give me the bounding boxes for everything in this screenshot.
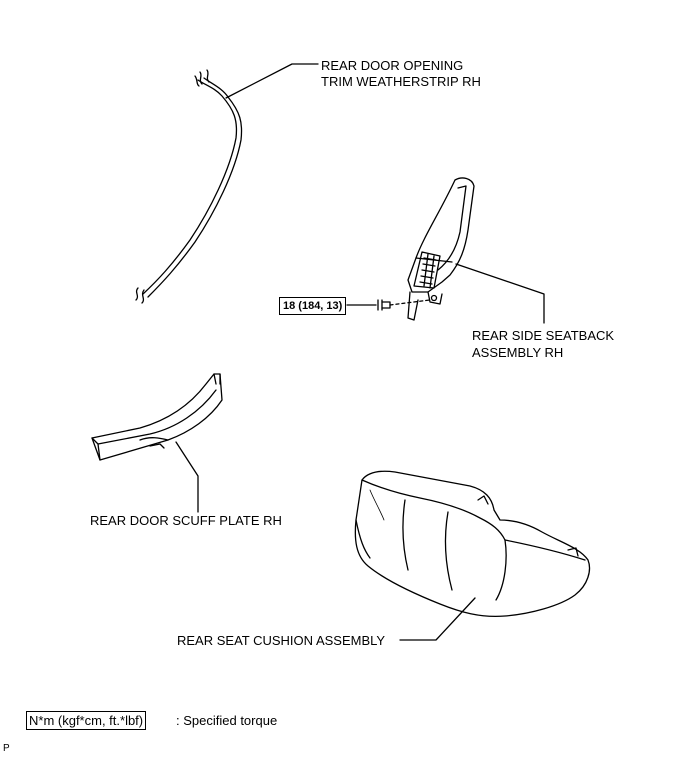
seat-cushion-label: REAR SEAT CUSHION ASSEMBLY xyxy=(177,633,386,648)
seat-cushion-leader xyxy=(399,597,476,641)
legend-unit-box: N*m (kgf*cm, ft.*lbf) xyxy=(26,711,147,730)
seatback-label-line1: REAR SIDE SEATBACK xyxy=(472,328,615,343)
weatherstrip-label-line2: TRIM WEATHERSTRIP RH xyxy=(321,74,481,89)
torque-spec-box: 18 (184, 13) xyxy=(279,297,347,315)
weatherstrip-drawing xyxy=(135,69,243,304)
bolt-drawing xyxy=(377,299,431,311)
scuff-plate-label: REAR DOOR SCUFF PLATE RH xyxy=(90,513,282,528)
seatback-leader xyxy=(455,263,545,324)
legend-description: : Specified torque xyxy=(176,713,278,728)
seatback-label-line2: ASSEMBLY RH xyxy=(472,345,564,360)
scuff-plate-leader xyxy=(175,441,199,513)
corner-mark: P xyxy=(3,743,10,754)
weatherstrip-label-line1: REAR DOOR OPENING xyxy=(321,58,464,73)
seat-cushion-drawing xyxy=(354,470,591,618)
weatherstrip-leader xyxy=(225,63,319,99)
scuff-plate-drawing xyxy=(91,373,223,461)
seatback-drawing xyxy=(407,177,475,321)
